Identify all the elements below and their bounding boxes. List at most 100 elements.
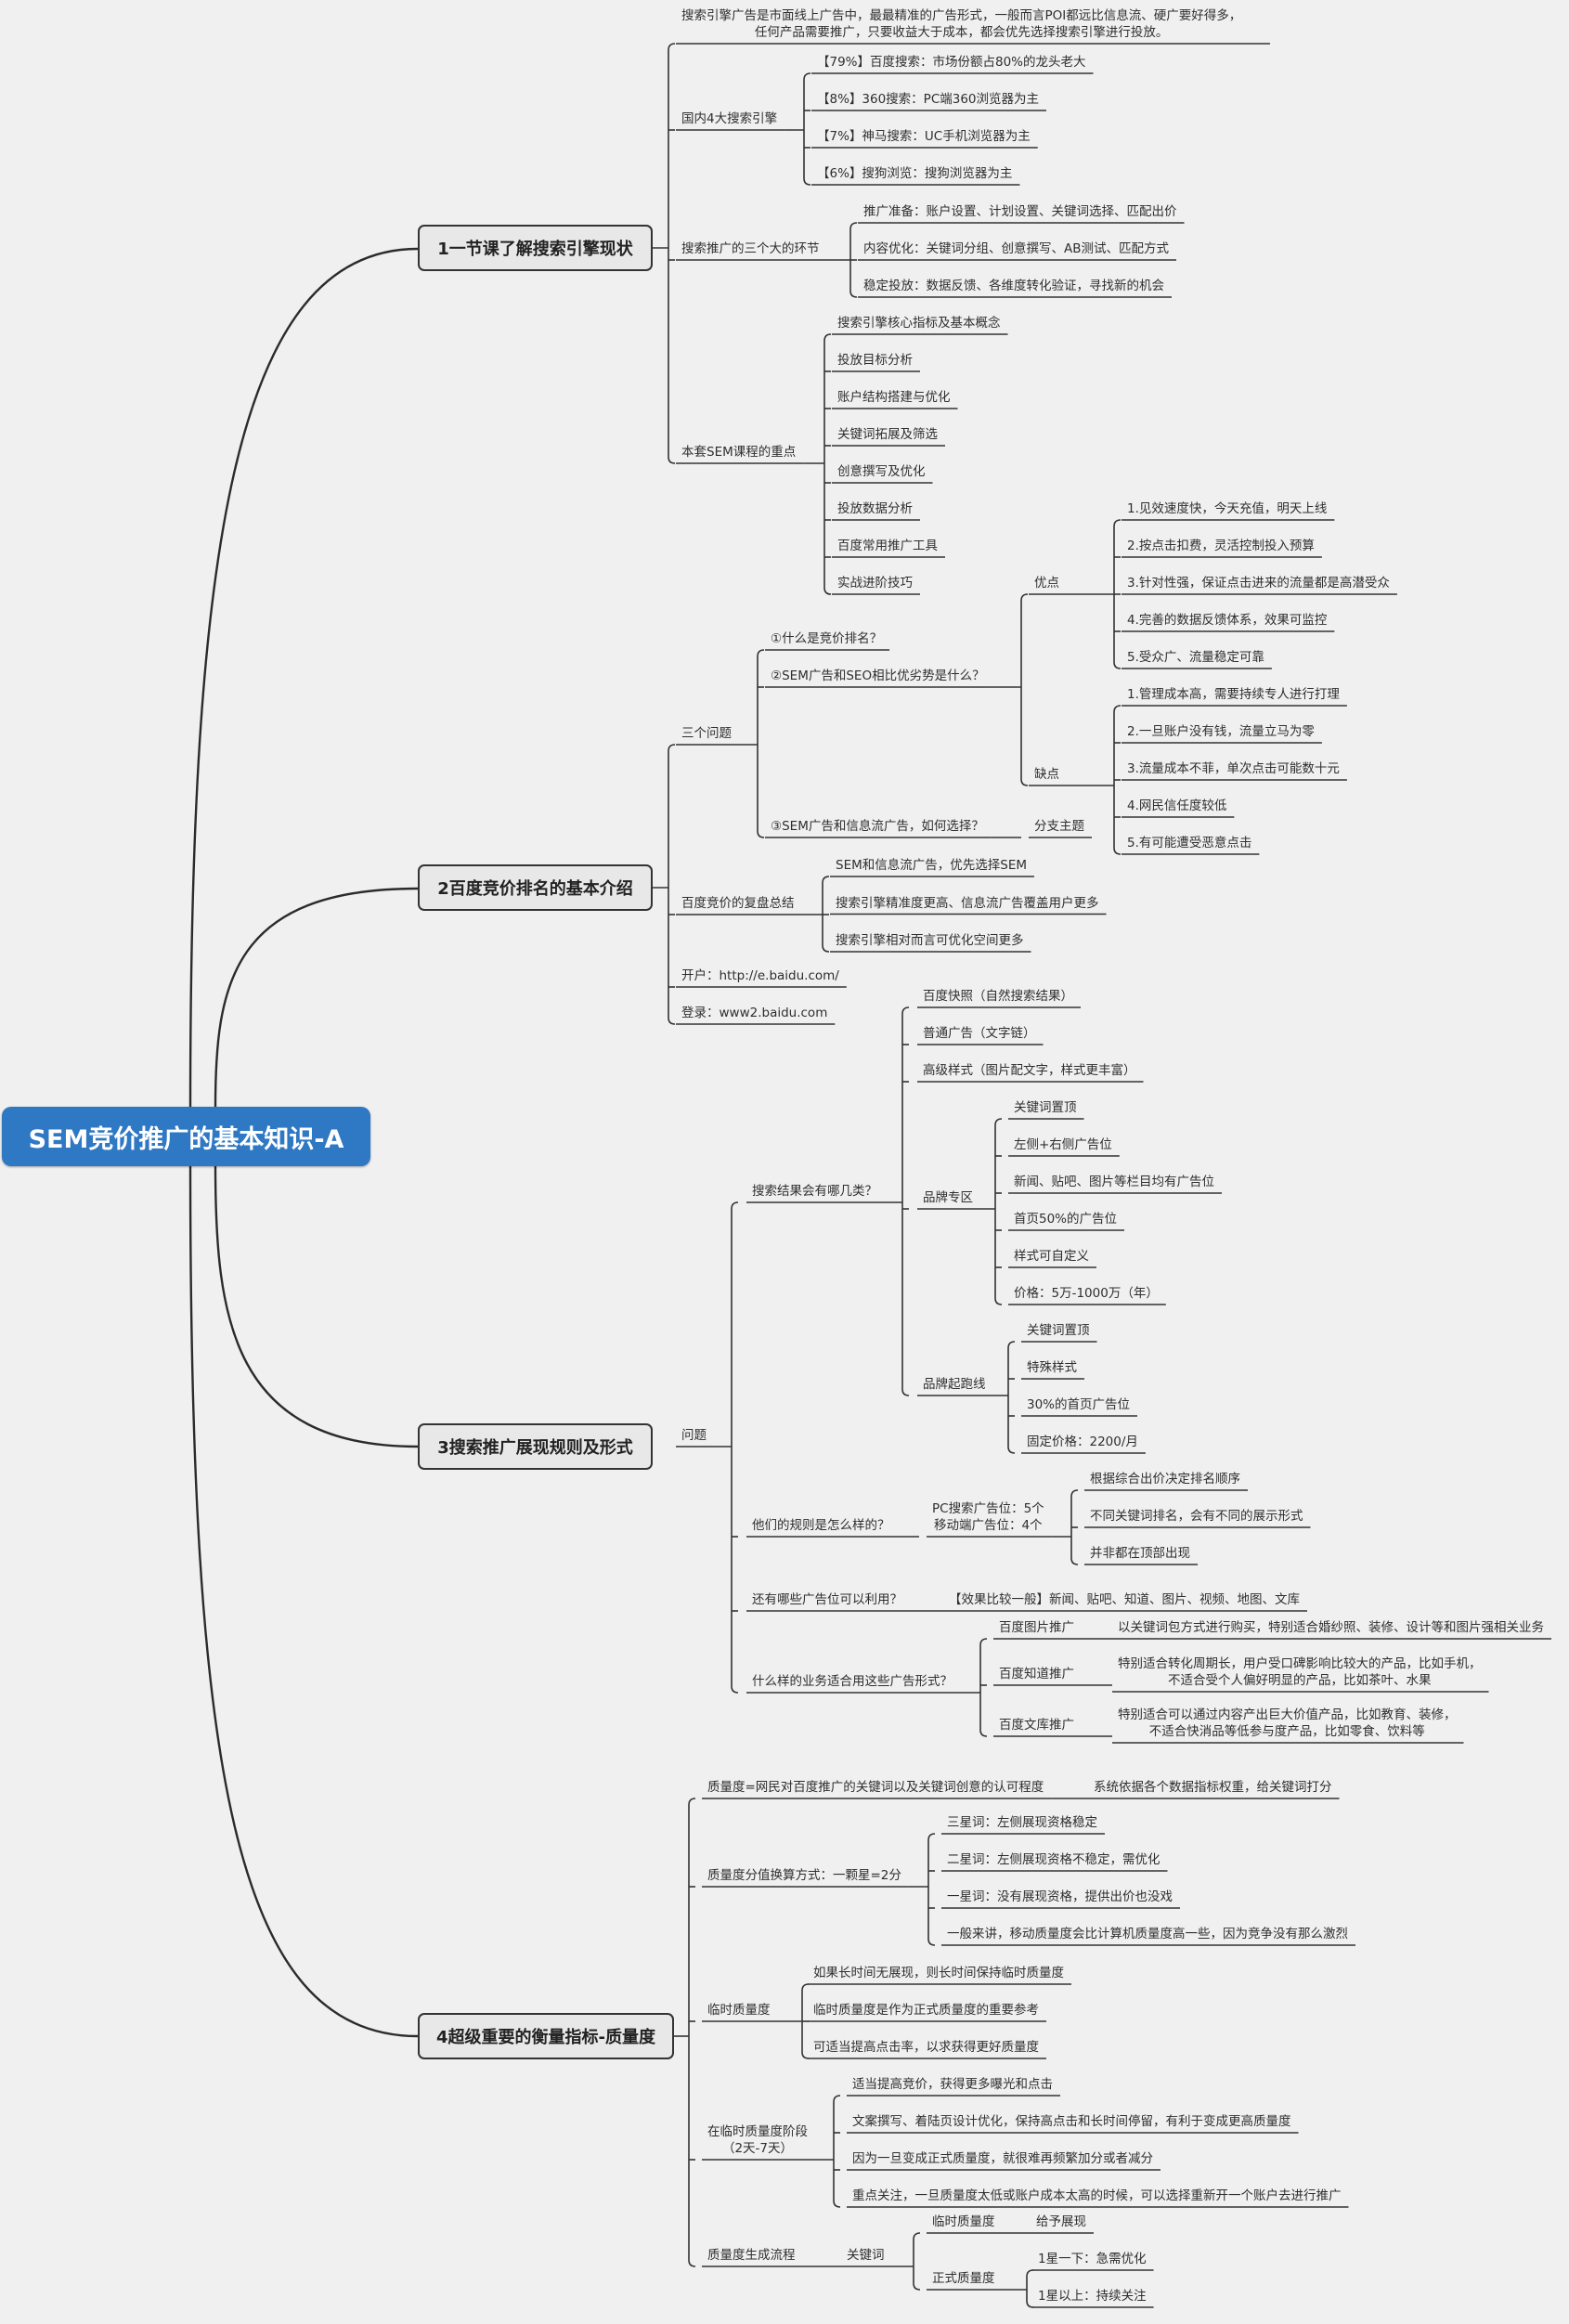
focus-label[interactable]: 本套SEM课程的重点 (681, 445, 797, 460)
biz-desc[interactable]: 以关键词包方式进行购买，特别适合婚纱照、装修、设计等和图片强相关业务 (1118, 1620, 1544, 1635)
stage-item[interactable]: 适当提高竞价，获得更多曝光和点击 (852, 2077, 1053, 2092)
biz-item[interactable]: 百度图片推广 (999, 1620, 1074, 1635)
review-item[interactable]: 搜索引擎精准度更高、信息流广告覆盖用户更多 (836, 895, 1099, 911)
result-item[interactable]: 高级样式（图片配文字，样式更丰富） (923, 1063, 1136, 1078)
review-item[interactable]: 搜索引擎相对而言可优化空间更多 (836, 933, 1024, 948)
stage-label[interactable]: 在临时质量度阶段（2天-7天） (707, 2123, 808, 2157)
biz-desc[interactable]: 特别适合转化周期长，用户受口碑影响比较大的产品，比如手机，不适合受个人偏好明显的… (1118, 1655, 1482, 1689)
flow-formal-result[interactable]: 1星以上：持续关注 (1038, 2289, 1147, 2304)
brand-run-item[interactable]: 固定价格：2200/月 (1027, 1435, 1138, 1449)
con-item[interactable]: 1.管理成本高，需要持续专人进行打理 (1127, 687, 1340, 702)
brand-zone-label[interactable]: 品牌专区 (923, 1190, 973, 1205)
brand-zone-item[interactable]: 左侧+右侧广告位 (1014, 1137, 1112, 1152)
star-item[interactable]: 一般来讲，移动质量度会比计算机质量度高一些，因为竞争没有那么激烈 (947, 1927, 1348, 1941)
open-account-link[interactable]: 开户：http://e.baidu.com/ (681, 968, 839, 983)
brand-zone-item[interactable]: 关键词置顶 (1014, 1100, 1077, 1115)
keyword-node[interactable]: 关键词 (847, 2248, 885, 2263)
more-slots[interactable]: 【效果比较一般】新闻、贴吧、知道、图片、视频、地图、文库 (949, 1592, 1300, 1607)
brand-zone-item[interactable]: 价格：5万-1000万（年） (1014, 1286, 1159, 1301)
quality-definition[interactable]: 质量度=网民对百度推广的关键词以及关键词创意的认可程度 (707, 1780, 1044, 1795)
pro-item[interactable]: 5.受众广、流量稳定可靠 (1127, 650, 1264, 665)
brand-run-label[interactable]: 品牌起跑线 (923, 1377, 986, 1392)
flow-temp[interactable]: 临时质量度 (932, 2214, 995, 2229)
temp-item[interactable]: 临时质量度是作为正式质量度的重要参考 (813, 2003, 1039, 2018)
stage-item[interactable]: 因为一旦变成正式质量度，就很难再频繁加分或者减分 (852, 2151, 1153, 2166)
topic-4[interactable]: 4超级重要的衡量指标-质量度 (418, 2013, 674, 2059)
flow-formal[interactable]: 正式质量度 (932, 2271, 995, 2286)
branch-label[interactable]: 分支主题 (1034, 819, 1084, 834)
focus-item[interactable]: 实战进阶技巧 (837, 576, 913, 591)
question-1[interactable]: ①什么是竞价排名？ (771, 631, 883, 646)
biz-item[interactable]: 百度知道推广 (999, 1667, 1074, 1681)
result-item[interactable]: 普通广告（文字链） (923, 1026, 1036, 1041)
quality-scoring[interactable]: 系统依据各个数据指标权重，给关键词打分 (1094, 1780, 1332, 1795)
biz-label[interactable]: 什么样的业务适合用这些广告形式？ (752, 1674, 953, 1689)
pro-item[interactable]: 1.见效速度快，今天充值，明天上线 (1127, 501, 1328, 516)
engine-item[interactable]: 【6%】搜狗浏览：搜狗浏览器为主 (817, 166, 1013, 181)
phase-item[interactable]: 内容优化：关键词分组、创意撰写、AB测试、匹配方式 (863, 241, 1169, 256)
brand-run-item[interactable]: 特殊样式 (1027, 1360, 1077, 1375)
results-label[interactable]: 搜索结果会有哪几类？ (752, 1184, 877, 1199)
con-item[interactable]: 2.一旦账户没有钱，流量立马为零 (1127, 724, 1315, 739)
focus-item[interactable]: 投放数据分析 (837, 501, 913, 516)
star-item[interactable]: 三星词：左侧展现资格稳定 (947, 1815, 1097, 1830)
star-item[interactable]: 二星词：左侧展现资格不稳定，需优化 (947, 1852, 1161, 1867)
focus-item[interactable]: 投放目标分析 (837, 353, 913, 368)
brand-zone-item[interactable]: 样式可自定义 (1014, 1249, 1089, 1264)
con-item[interactable]: 5.有可能遭受恶意点击 (1127, 836, 1252, 850)
phase-item[interactable]: 稳定投放：数据反馈、各维度转化验证，寻找新的机会 (863, 279, 1164, 293)
pro-item[interactable]: 4.完善的数据反馈体系，效果可监控 (1127, 613, 1328, 628)
brand-zone-item[interactable]: 新闻、贴吧、图片等栏目均有广告位 (1014, 1175, 1214, 1189)
biz-desc[interactable]: 特别适合可以通过内容产出巨大价值产品，比如教育、装修，不适合快消品等低参与度产品… (1118, 1707, 1457, 1740)
flow-formal-result[interactable]: 1星一下：急需优化 (1038, 2252, 1147, 2266)
result-item[interactable]: 百度快照（自然搜索结果） (923, 989, 1073, 1004)
engine-item[interactable]: 【7%】神马搜索：UC手机浏览器为主 (817, 129, 1031, 144)
flow-label[interactable]: 质量度生成流程 (707, 2248, 796, 2263)
review-label[interactable]: 百度竞价的复盘总结 (681, 896, 795, 911)
brand-zone-item[interactable]: 首页50%的广告位 (1014, 1212, 1118, 1227)
temp-item[interactable]: 可适当提高点击率，以求获得更好质量度 (813, 2040, 1039, 2055)
login-link[interactable]: 登录：www2.baidu.com (681, 1006, 828, 1020)
flow-temp-result[interactable]: 给予展现 (1036, 2214, 1086, 2229)
rule-item[interactable]: 不同关键词排名，会有不同的展示形式 (1090, 1509, 1303, 1524)
pro-item[interactable]: 2.按点击扣费，灵活控制投入预算 (1127, 539, 1315, 553)
star-item[interactable]: 一星词：没有展现资格，提供出价也没戏 (947, 1889, 1173, 1904)
phase-item[interactable]: 推广准备：账户设置、计划设置、关键词选择、匹配出价 (863, 204, 1177, 219)
more-label[interactable]: 还有哪些广告位可以利用？ (752, 1592, 902, 1607)
engines-label[interactable]: 国内4大搜索引擎 (681, 111, 778, 126)
rule-item[interactable]: 根据综合出价决定排名顺序 (1090, 1472, 1240, 1487)
engine-item[interactable]: 【79%】百度搜索：市场份额占80%的龙头老大 (817, 55, 1086, 70)
brand-run-item[interactable]: 关键词置顶 (1027, 1323, 1090, 1338)
root-topic[interactable]: SEM竞价推广的基本知识-A (2, 1107, 370, 1166)
focus-item[interactable]: 关键词拓展及筛选 (837, 427, 938, 442)
cons-label[interactable]: 缺点 (1034, 767, 1059, 782)
focus-item[interactable]: 账户结构搭建与优化 (837, 390, 951, 405)
question-label[interactable]: 问题 (681, 1428, 707, 1443)
brand-run-item[interactable]: 30%的首页广告位 (1027, 1397, 1131, 1412)
focus-item[interactable]: 创意撰写及优化 (837, 464, 926, 479)
questions-label[interactable]: 三个问题 (681, 726, 732, 741)
rules-label[interactable]: 他们的规则是怎么样的？ (752, 1518, 890, 1533)
pros-label[interactable]: 优点 (1034, 576, 1059, 591)
topic-3[interactable]: 3搜索推广展现规则及形式 (418, 1423, 653, 1470)
question-2[interactable]: ②SEM广告和SEO相比优劣势是什么？ (771, 669, 985, 683)
con-item[interactable]: 4.网民信任度较低 (1127, 798, 1227, 813)
con-item[interactable]: 3.流量成本不菲，单次点击可能数十元 (1127, 761, 1340, 776)
phases-label[interactable]: 搜索推广的三个大的环节 (681, 241, 820, 256)
review-item[interactable]: SEM和信息流广告，优先选择SEM (836, 858, 1027, 873)
temp-item[interactable]: 如果长时间无展现，则长时间保持临时质量度 (813, 1966, 1064, 1980)
focus-item[interactable]: 搜索引擎核心指标及基本概念 (837, 316, 1001, 331)
intro-text[interactable]: 搜索引擎广告是市面线上广告中，最最精准的广告形式，一般而言POI都远比信息流、硬… (681, 7, 1241, 41)
topic-2[interactable]: 2百度竞价排名的基本介绍 (418, 864, 653, 911)
stage-item[interactable]: 重点关注，一旦质量度太低或账户成本太高的时候，可以选择重新开一个账户去进行推广 (852, 2188, 1342, 2203)
biz-item[interactable]: 百度文库推广 (999, 1718, 1074, 1733)
pro-item[interactable]: 3.针对性强，保证点击进来的流量都是高潜受众 (1127, 576, 1390, 591)
engine-item[interactable]: 【8%】360搜索：PC端360浏览器为主 (817, 92, 1040, 107)
ad-slots[interactable]: PC搜索广告位：5个移动端广告位：4个 (932, 1500, 1044, 1534)
question-3[interactable]: ③SEM广告和信息流广告，如何选择？ (771, 819, 984, 834)
temp-label[interactable]: 临时质量度 (707, 2003, 771, 2018)
focus-item[interactable]: 百度常用推广工具 (837, 539, 938, 553)
stars-label[interactable]: 质量度分值换算方式：一颗星=2分 (707, 1868, 901, 1883)
topic-1[interactable]: 1一节课了解搜索引擎现状 (418, 225, 653, 271)
rule-item[interactable]: 并非都在顶部出现 (1090, 1546, 1190, 1561)
